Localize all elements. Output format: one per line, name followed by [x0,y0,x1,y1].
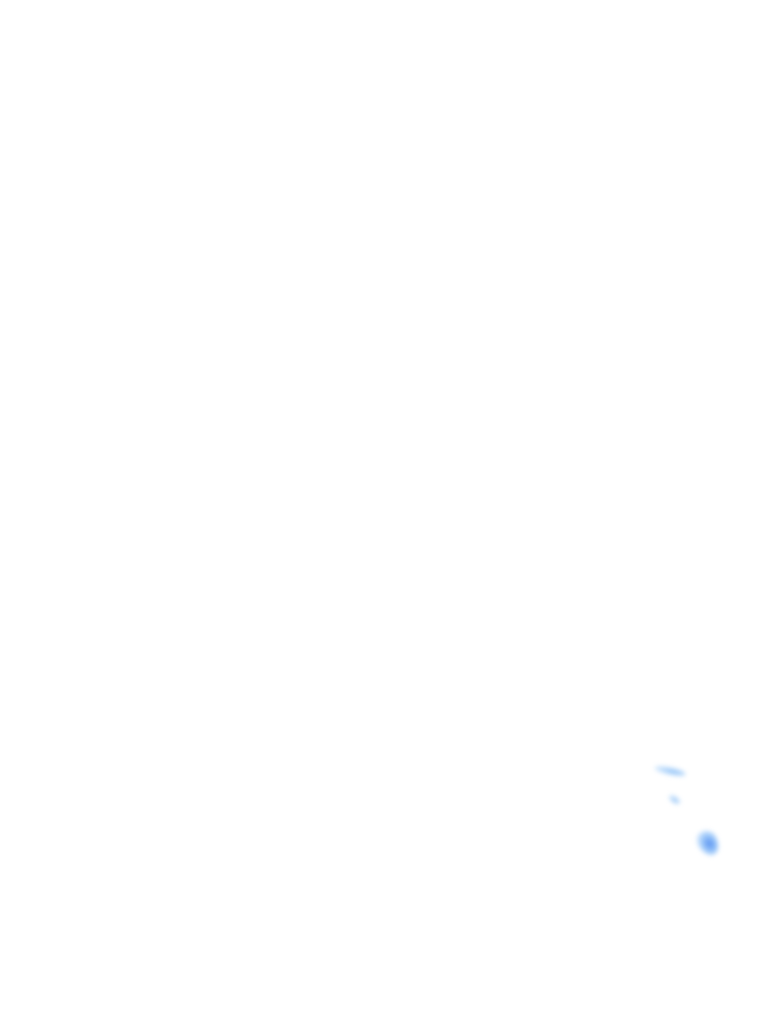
blue-streak-shape [653,763,687,779]
blue-drop-shape [692,826,724,860]
blue-dot-shape [667,792,682,807]
